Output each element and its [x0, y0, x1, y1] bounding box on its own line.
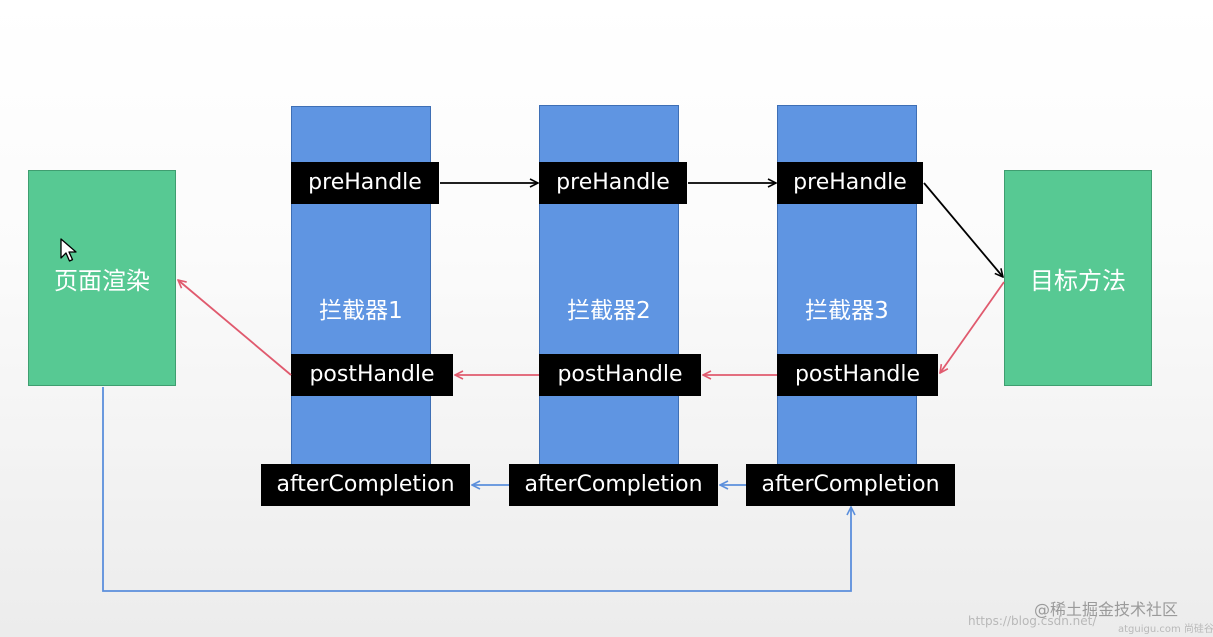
arrow-target-to-post-3 [940, 281, 1005, 373]
interceptor-3-aftercompletion: afterCompletion [746, 464, 955, 506]
interceptor-1-aftercompletion: afterCompletion [261, 464, 470, 506]
watermark-url: https://blog.csdn.net/ [968, 614, 1097, 628]
watermark-brand: @稀土掘金技术社区 [1034, 600, 1179, 619]
interceptor-2-prehandle: preHandle [539, 162, 687, 204]
interceptor-3-posthandle: postHandle [777, 354, 938, 396]
interceptor-3-prehandle: preHandle [777, 162, 923, 204]
arrow-pre-3-to-target [923, 182, 1003, 277]
interceptor-1-prehandle: preHandle [291, 162, 439, 204]
page-render-box: 页面渲染 [28, 170, 176, 386]
interceptor-2-aftercompletion: afterCompletion [509, 464, 718, 506]
interceptor-1-label: 拦截器1 [319, 298, 403, 324]
target-method-label: 目标方法 [1030, 266, 1126, 295]
watermark-site: atguigu.com 尚硅谷 [1118, 624, 1213, 635]
target-method-box: 目标方法 [1004, 170, 1152, 386]
arrow-post-1-to-render [178, 280, 292, 376]
interceptor-2-posthandle: postHandle [539, 354, 701, 396]
interceptor-2-label: 拦截器2 [567, 298, 651, 324]
mouse-pointer-icon [60, 238, 77, 262]
interceptor-1-posthandle: postHandle [291, 354, 453, 396]
interceptor-3-label: 拦截器3 [805, 298, 889, 324]
arrow-render-to-after-3 [102, 387, 851, 592]
page-render-label: 页面渲染 [54, 266, 150, 295]
